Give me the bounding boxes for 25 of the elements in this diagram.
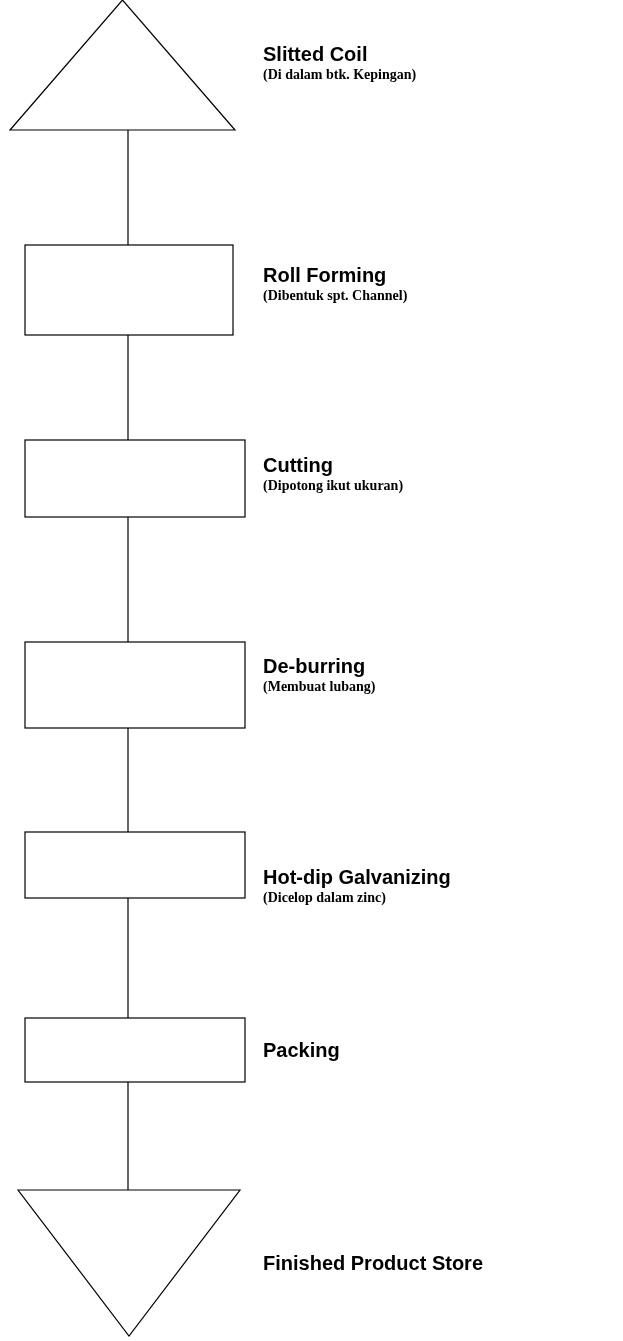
connector-line: [127, 516, 129, 643]
process-box: [25, 1018, 245, 1082]
step-description: (Dipotong ikut ukuran): [263, 477, 404, 494]
step-title: Finished Product Store: [263, 1251, 484, 1275]
step-description: (Dicelop dalam zinc): [263, 889, 386, 906]
triangle-shape: [10, 0, 235, 130]
process-box: [25, 245, 233, 335]
step-title: De-burring: [263, 654, 366, 678]
step-description: (Dibentuk spt. Channel): [263, 287, 408, 304]
step-title: Hot-dip Galvanizing: [263, 865, 451, 889]
step-description: (Membuat lubang): [263, 678, 376, 695]
triangle-shape: [18, 1190, 240, 1336]
connector-line: [127, 1081, 129, 1191]
connector-line: [127, 897, 129, 1019]
process-box: [25, 642, 245, 728]
step-description: (Di dalam btk. Kepingan): [263, 66, 417, 83]
step-title: Slitted Coil: [263, 42, 368, 66]
step-title: Roll Forming: [263, 263, 387, 287]
connector-line: [127, 129, 129, 246]
process-box: [25, 832, 245, 898]
step-title: Cutting: [263, 453, 333, 477]
process-box: [25, 440, 245, 517]
step-title: Packing: [263, 1038, 340, 1062]
connector-line: [127, 727, 129, 833]
connector-line: [127, 334, 129, 441]
